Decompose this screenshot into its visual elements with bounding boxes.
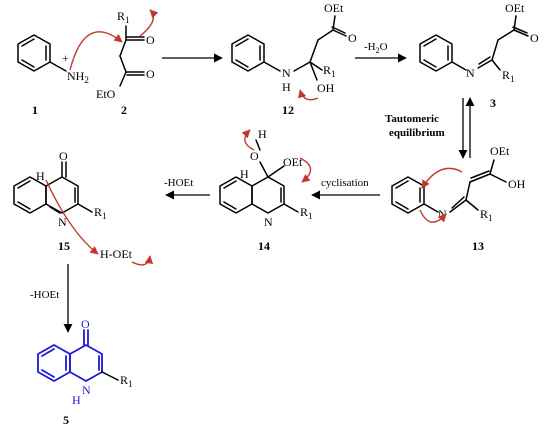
mechanism-arrow-ethoxide: [299, 157, 312, 183]
compound-12-hemiaminal: N H OEt O R1 OH 12: [231, 1, 357, 117]
compound-3-imine: N OEt O R1 3: [419, 1, 539, 110]
tautomeric-label: Tautomeric: [385, 113, 439, 125]
pyridine-ring: [251, 176, 285, 214]
mechanism-arrow-carbonyl: [139, 9, 159, 37]
benzene-ring: [391, 176, 425, 214]
dehydration-condition: -H2O: [364, 41, 388, 55]
ester-o-label: O: [348, 31, 357, 45]
compound-15-intermediate: O H N R1 H-OEt 15: [13, 149, 133, 261]
compound-number-13: 13: [472, 239, 484, 253]
cyclohexadiene-ring: [219, 176, 253, 214]
cyclisation-condition: cyclisation: [321, 177, 369, 189]
r1-label: R1: [120, 373, 133, 389]
charge-label: +: [62, 51, 69, 65]
r1-label: R1: [300, 205, 313, 221]
mechanism-arrow-cyclisation-1: [421, 167, 463, 189]
r1-label: R1: [94, 205, 107, 221]
mechanism-arrow-amine-attack: [69, 31, 123, 71]
h-label: H: [36, 169, 45, 183]
compound-number-15: 15: [58, 239, 70, 253]
amine-label: NH2: [67, 69, 89, 85]
compound-5-quinolone: O N H R1 5: [37, 317, 133, 427]
benzene-ring: [17, 34, 51, 72]
ester-ethoxy-label: EtO: [96, 87, 116, 101]
compound-number-3: 3: [490, 96, 496, 110]
elimination-condition-2: -HOEt: [30, 289, 59, 301]
carbonyl-o-label: O: [81, 317, 90, 331]
ring-n-label: N: [264, 215, 273, 229]
equilibrium-label: equilibrium: [389, 127, 445, 139]
compound-number-2: 2: [121, 103, 127, 117]
carbonyl-o-label: O: [146, 33, 155, 47]
imine-n-label: N: [466, 66, 475, 80]
benzene-ring: [419, 34, 453, 72]
h-oet-label: H-OEt: [100, 247, 133, 261]
oh-label: OH: [508, 177, 526, 191]
elimination-condition-1: -HOEt: [164, 177, 193, 189]
compound-1-aniline: NH2 + 1: [17, 34, 89, 117]
ester-o-label: O: [530, 31, 539, 45]
h-top-label: H: [258, 127, 267, 141]
ester-carbonyl-o-label: O: [146, 67, 155, 81]
r1-label: R1: [323, 63, 336, 79]
pyridone-ring: [69, 344, 103, 382]
compound-2-ketoester: R1 O O EtO 2: [96, 9, 155, 117]
nh-n-label: N: [282, 66, 291, 80]
mechanism-arrow-h-transfer: [45, 179, 99, 255]
nh-h-label: H: [72, 393, 81, 407]
h-label: H: [240, 167, 249, 181]
mechanism-arrow-water-loss: [298, 89, 319, 101]
ring-n-label: N: [58, 215, 67, 229]
oet-label: OEt: [283, 155, 303, 169]
r1-label: R1: [480, 207, 493, 223]
mechanism-arrow-leaving: [131, 255, 154, 266]
mechanism-arrow-cyclisation-2: [419, 209, 447, 223]
benzene-ring: [231, 34, 265, 72]
r1-label: R1: [117, 9, 130, 25]
nh-h-label: H: [282, 80, 291, 94]
hydroxyl-o-label: O: [250, 149, 259, 163]
oh-label: OH: [317, 81, 335, 95]
mechanism-arrow-proton: [241, 129, 255, 151]
oet-label: OEt: [505, 1, 525, 15]
compound-number-12: 12: [282, 103, 294, 117]
compound-number-1: 1: [32, 103, 38, 117]
oet-label: OEt: [324, 1, 344, 15]
compound-number-5: 5: [63, 413, 69, 427]
oet-label: OEt: [490, 144, 510, 158]
compound-number-14: 14: [258, 239, 270, 253]
carbonyl-o-label: O: [59, 149, 68, 163]
compound-14-intermediate: H O OEt H N R1 14: [219, 127, 313, 253]
r1-label: R1: [502, 68, 515, 84]
compound-13-enol: N OEt OH R1 13: [391, 144, 526, 253]
nh-n-label: N: [82, 383, 91, 397]
